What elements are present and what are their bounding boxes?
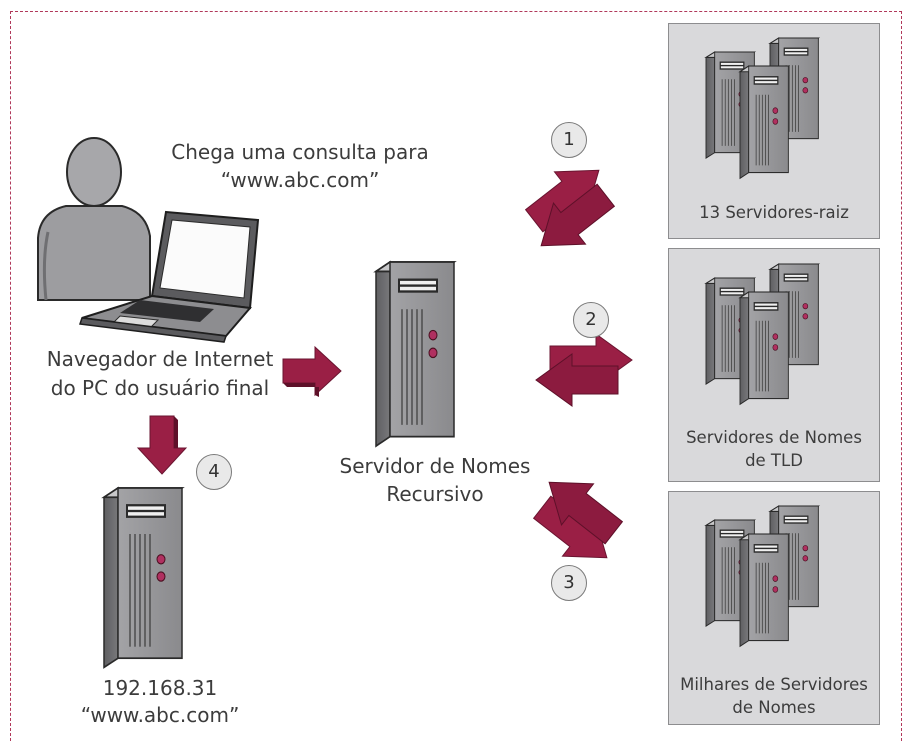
client-label-line2: do PC do usuário final [50,376,270,400]
root-server-cluster-icon [705,37,819,179]
authoritative-servers-label-line2: de Nomes [732,698,816,717]
laptop-icon [78,210,260,343]
target-label-line1: 192.168.31 [102,676,218,700]
step-badge-4: 4 [196,454,232,490]
recursive-label-line1: Servidor de Nomes [339,454,531,478]
client-label-line1: Navegador de Internet [46,347,274,371]
tld-servers-label-line1: Servidores de Nomes [686,428,862,447]
authoritative-servers-label-line1: Milhares de Servidores [680,675,868,694]
arrow-client-to-target [137,415,187,475]
double-arrow-root [524,169,616,247]
query-caption-line1: Chega uma consulta para [171,140,429,164]
target-label-line2: “www.abc.com” [80,703,240,727]
user-icon [37,137,151,301]
step-badge-3: 3 [551,565,587,601]
step-badge-1: 1 [551,122,587,158]
tld-server-cluster-icon [705,263,819,405]
step-badge-2: 2 [573,302,609,338]
dashed-frame [10,11,902,741]
root-servers-label: 13 Servidores-raiz [699,203,849,222]
target-server-icon [103,487,183,669]
authoritative-server-cluster-icon [705,505,819,647]
double-arrow-authoritative [532,481,624,559]
tld-servers-label-line2: de TLD [745,451,803,470]
recursive-label-line2: Recursivo [386,482,484,506]
query-caption-line2: “www.abc.com” [220,168,380,192]
recursive-server-icon [375,261,455,447]
double-arrow-tld [535,333,633,407]
